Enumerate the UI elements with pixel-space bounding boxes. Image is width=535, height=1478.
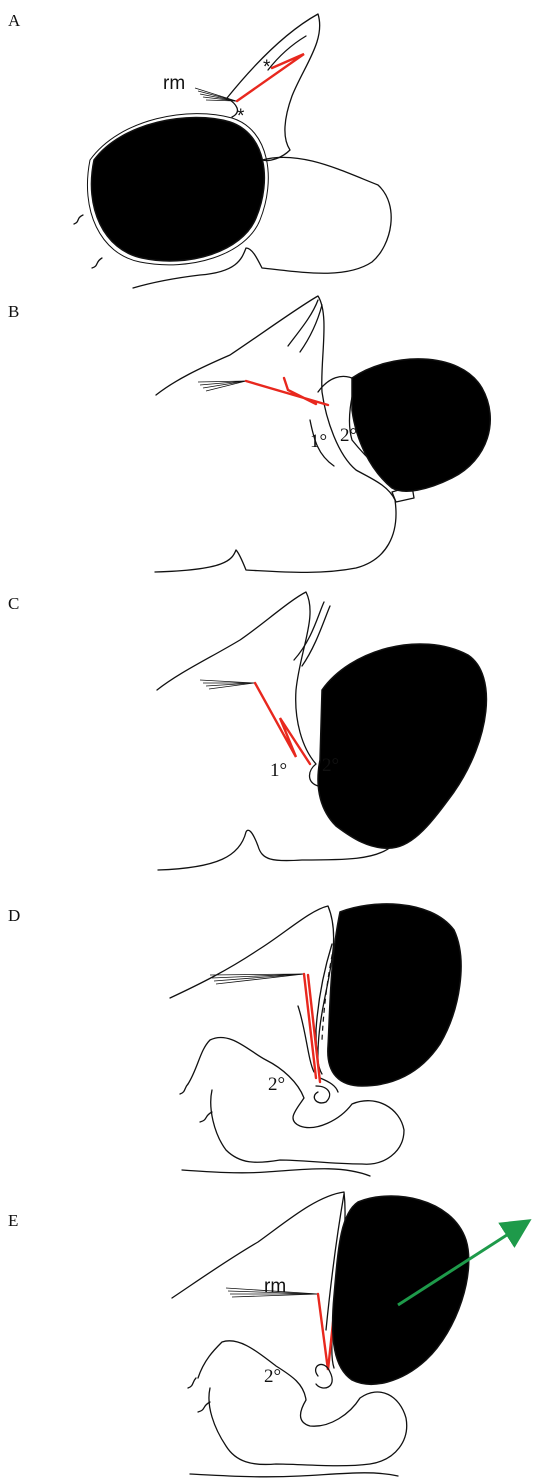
- star-marker-2: *: [237, 106, 245, 127]
- label-rm-a: rm: [163, 73, 185, 94]
- panel-label-b: B: [8, 302, 19, 321]
- label-1deg-c: 1°: [270, 760, 287, 781]
- particle-blob-e: [333, 1196, 469, 1384]
- panel-label-e: E: [8, 1211, 18, 1230]
- label-2deg-c: 2°: [322, 755, 339, 776]
- star-marker-1: *: [263, 57, 271, 78]
- panel-d: D 2°: [8, 904, 461, 1176]
- particle-blob-d: [328, 904, 461, 1086]
- panel-e: E rm 2°: [8, 1192, 524, 1477]
- panel-c: C 1° 2°: [8, 592, 486, 870]
- panel-b: B 1° 2°: [8, 296, 490, 572]
- fusion-line-b: [246, 378, 328, 405]
- fusion-line-a: [237, 54, 304, 101]
- particle-blob-b: [352, 359, 490, 491]
- particle-blob-c: [318, 644, 486, 848]
- cell-outline-e: [172, 1192, 345, 1368]
- label-rm-e: rm: [264, 1276, 286, 1297]
- membrane-fan-b: [198, 381, 246, 391]
- panel-a: A rm * *: [8, 11, 391, 288]
- fusion-line-c: [255, 683, 310, 764]
- particle-blob-a: [91, 118, 264, 261]
- membrane-fan-c: [200, 680, 254, 689]
- cell-outline-d: [170, 906, 338, 1092]
- label-2deg-e: 2°: [264, 1366, 281, 1387]
- panel-label-a: A: [8, 11, 21, 30]
- label-2deg-d: 2°: [268, 1074, 285, 1095]
- membrane-fan-d: [210, 974, 304, 984]
- label-1deg-b: 1°: [310, 431, 327, 452]
- panel-label-d: D: [8, 906, 20, 925]
- panel-label-c: C: [8, 594, 19, 613]
- label-2deg-b: 2°: [340, 425, 357, 446]
